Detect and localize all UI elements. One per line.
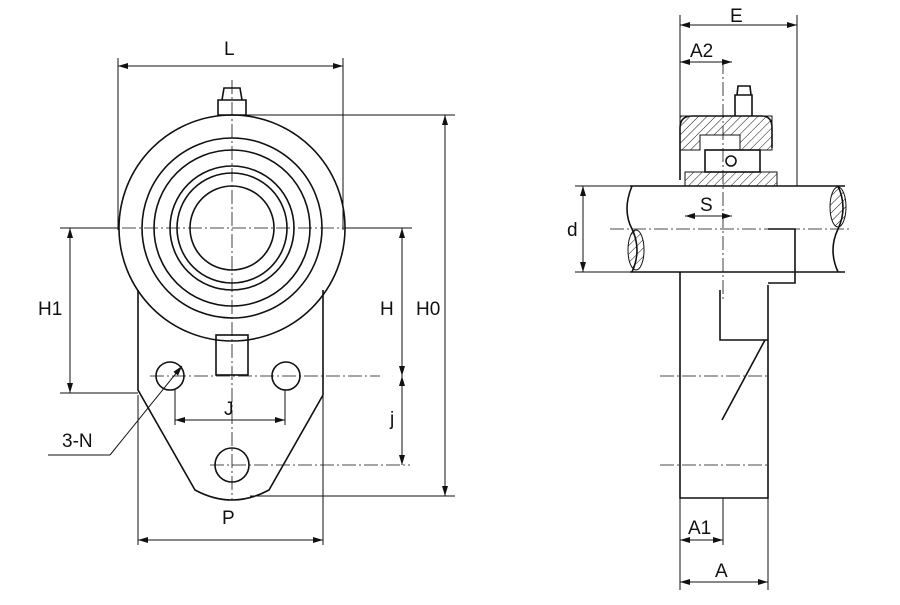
label-A2: A2: [690, 41, 713, 62]
front-dimensions: L H1 H j H0 J 3-N P: [38, 39, 455, 545]
label-H0: H0: [416, 299, 440, 320]
label-d: d: [567, 220, 578, 241]
front-view: [100, 80, 410, 501]
label-L: L: [224, 39, 235, 60]
label-H1: H1: [38, 299, 62, 320]
label-S: S: [700, 195, 713, 216]
label-A1: A1: [688, 518, 711, 539]
label-P: P: [222, 508, 235, 529]
label-H: H: [380, 299, 394, 320]
label-3N: 3-N: [62, 431, 93, 452]
side-view: [610, 60, 850, 499]
side-dimensions: E A2 S d A1 A: [567, 6, 798, 590]
label-E: E: [730, 6, 743, 27]
label-J: J: [224, 399, 234, 420]
label-A: A: [715, 561, 728, 582]
label-j: j: [389, 409, 394, 430]
